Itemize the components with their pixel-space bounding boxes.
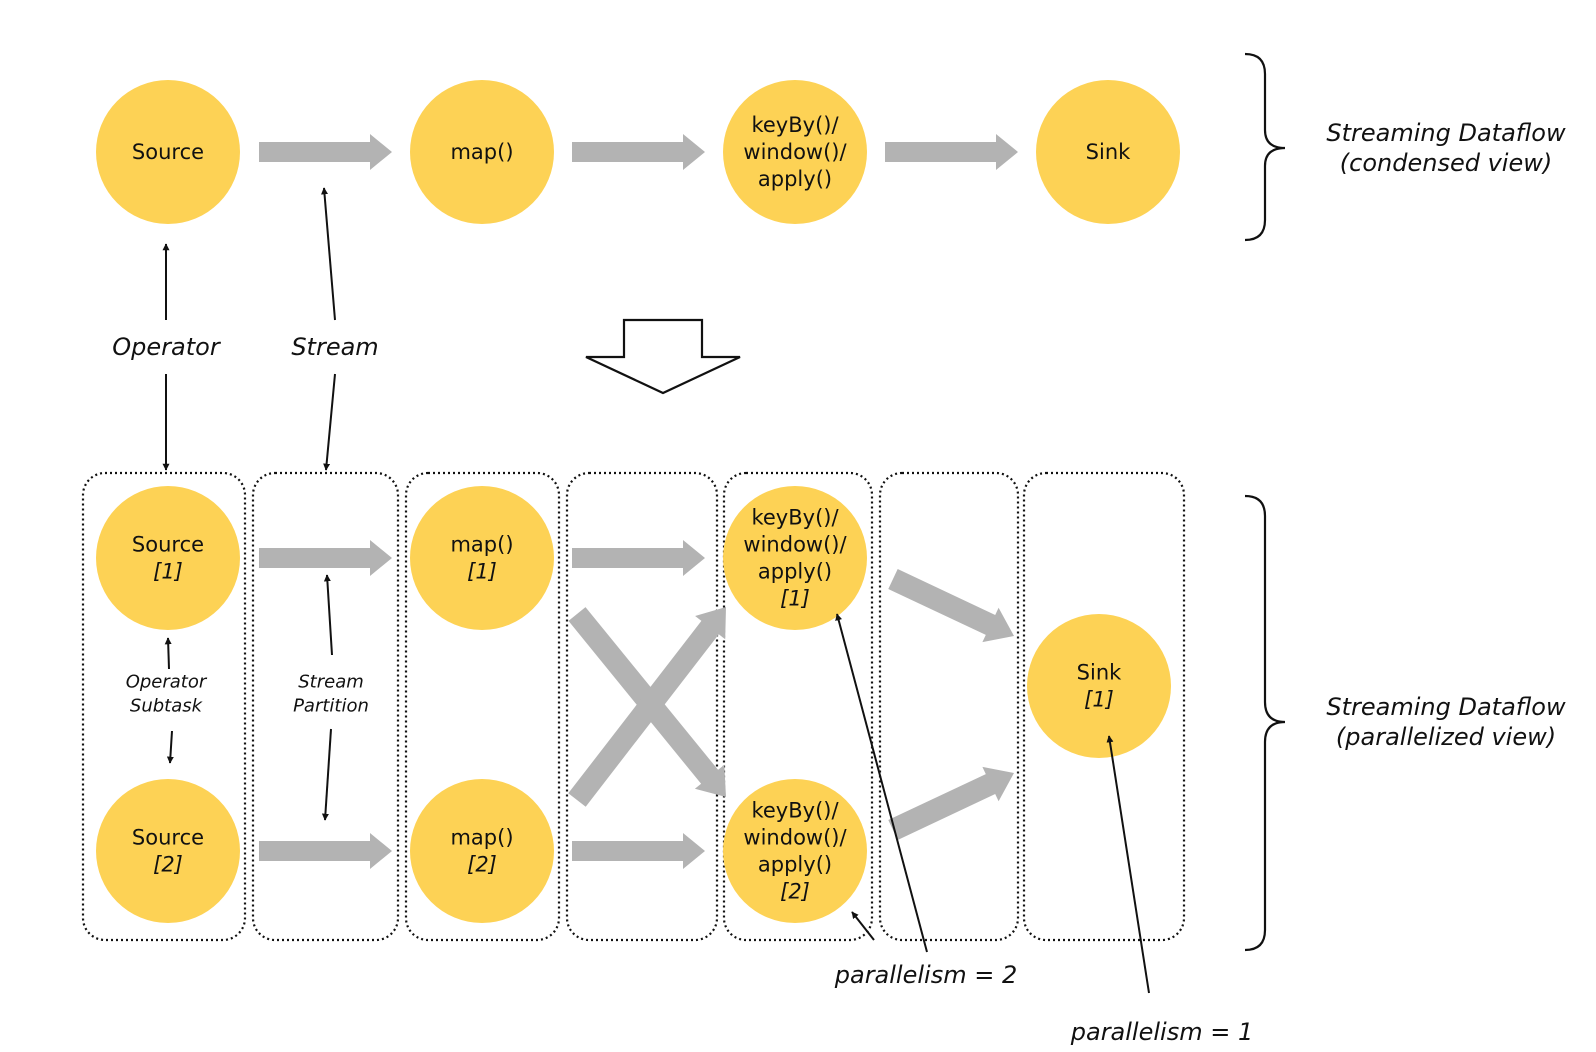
text-line: Source [132, 140, 204, 164]
sink-1-node [1027, 614, 1171, 758]
condensed-stream-arrow-3 [885, 134, 1018, 170]
stream-label: Stream [291, 333, 378, 361]
keyby-2-label: keyBy()/ window()/ apply() [2] [743, 799, 847, 904]
sink-subtask-group [1022, 471, 1186, 942]
parallelism-1-pointer-sink [1106, 735, 1150, 994]
subtask-index: [1] [780, 587, 810, 611]
condensed-view-title: Streaming Dataflow(condensed view) [1326, 119, 1566, 177]
text-line: map() [450, 826, 513, 850]
text-line: apply() [758, 167, 832, 191]
stream-partition-group-3 [878, 471, 1020, 942]
shuffle-arrow-map2-keyby1 [568, 607, 726, 807]
text-line: keyBy()/ [751, 506, 839, 530]
condensed-keyby-label: keyBy()/ window()/ apply() [743, 113, 847, 191]
text-line: Stream [298, 672, 364, 693]
text-line: (parallelized view) [1336, 723, 1556, 751]
stream-pointer-up [321, 187, 336, 321]
condensed-sink-label: Sink [1086, 140, 1131, 164]
keyby2-sink-arrow [888, 766, 1014, 840]
text-line: Sink [1077, 661, 1122, 685]
condensed-map-node [410, 80, 554, 224]
text-line: Sink [1086, 140, 1131, 164]
condensed-source-node [96, 80, 240, 224]
text-line: keyBy()/ [751, 799, 839, 823]
condensed-stream-arrow-1 [259, 134, 392, 170]
text-line: Streaming Dataflow [1326, 119, 1566, 147]
source-1-node [96, 486, 240, 630]
condensed-view-brace [1244, 52, 1286, 242]
text-line: Streaming Dataflow [1326, 693, 1566, 721]
subtask-index: [2] [153, 853, 183, 877]
subtask-index: [2] [467, 853, 497, 877]
text-line: Operator [126, 672, 208, 693]
stream-partition-group-1 [251, 471, 400, 942]
subtask-index: [1] [1084, 688, 1114, 712]
map-2-node [410, 779, 554, 923]
keyby-1-label: keyBy()/ window()/ apply() [1] [743, 506, 847, 611]
text-line: window()/ [743, 140, 847, 164]
keyby-1-node [723, 486, 867, 630]
text-line: window()/ [743, 533, 847, 557]
parallelism-2-pointer-keyby2 [851, 911, 875, 941]
text-line: apply() [758, 560, 832, 584]
subtask-index: [1] [153, 560, 183, 584]
text-line: map() [450, 140, 513, 164]
map-1-node [410, 486, 554, 630]
text-line: keyBy()/ [751, 113, 839, 137]
map-subtask-group [404, 471, 561, 942]
condensed-view: Source map() keyBy()/ window()/ apply() Si… [96, 80, 1180, 224]
text-line: Source [132, 533, 204, 557]
keyby-2-node [723, 779, 867, 923]
map2-keyby2-arrow [572, 833, 705, 869]
text-line: Subtask [130, 696, 204, 717]
keyby-subtask-group [722, 471, 874, 942]
source-1-label: Source [1] [132, 533, 204, 584]
operator-subtask-pointer-up [164, 637, 172, 670]
parallelism-2-label: parallelism = 2 [834, 961, 1017, 989]
expand-down-arrow [585, 318, 741, 395]
condensed-stream-arrow-2 [572, 134, 705, 170]
parallel-view: Source [1] Source [2] map() [1] map() [2] ke… [81, 471, 1186, 942]
subtask-index: [2] [780, 880, 810, 904]
source-2-label: Source [2] [132, 826, 204, 877]
source-2-node [96, 779, 240, 923]
operator-subtask-pointer-down [166, 730, 174, 764]
stream-partition-pointer-up [323, 574, 333, 656]
condensed-map-label: map() [450, 140, 513, 164]
stream-partition-group-2 [565, 471, 719, 942]
parallelism-2-pointer-keyby1 [835, 613, 928, 953]
text-line: map() [450, 533, 513, 557]
condensed-sink-node [1036, 80, 1180, 224]
condensed-keyby-node [723, 80, 867, 224]
map-1-label: map() [1] [450, 533, 513, 584]
parallelized-view-brace [1244, 494, 1286, 952]
map1-keyby1-arrow [572, 540, 705, 576]
subtask-index: [1] [467, 560, 497, 584]
source2-map2-arrow [259, 833, 392, 869]
text-line: apply() [758, 853, 832, 877]
condensed-source-label: Source [132, 140, 204, 164]
stream-pointer-down [323, 373, 336, 471]
text-line: Source [132, 826, 204, 850]
parallelism-1-label: parallelism = 1 [1070, 1018, 1253, 1046]
text-line: Partition [293, 696, 369, 717]
stream-partition-pointer-down [321, 728, 332, 821]
parallelized-view-title: Streaming Dataflow(parallelized view) [1326, 693, 1566, 751]
keyby1-sink-arrow [888, 569, 1014, 643]
map-2-label: map() [2] [450, 826, 513, 877]
text-line: (condensed view) [1340, 149, 1552, 177]
text-line: window()/ [743, 826, 847, 850]
sink-1-label: Sink [1] [1077, 661, 1122, 712]
source1-map1-arrow [259, 540, 392, 576]
operator-label: Operator [112, 333, 222, 361]
